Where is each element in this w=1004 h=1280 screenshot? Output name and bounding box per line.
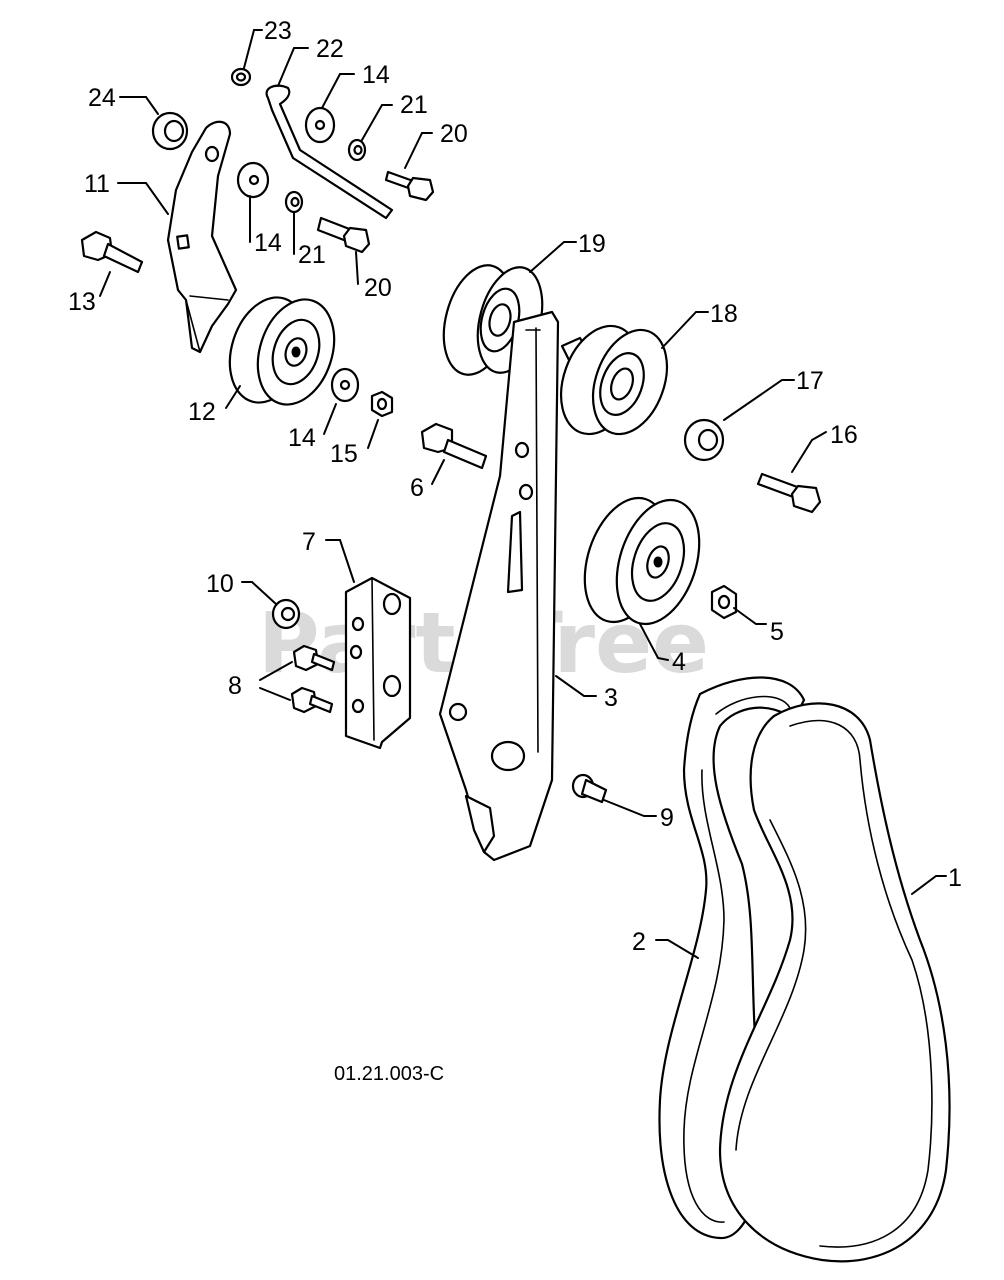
callout-12: 12: [188, 398, 216, 426]
part-21-lock-washer-top[interactable]: [347, 138, 367, 162]
callout-24: 24: [88, 84, 116, 112]
part-21-lock-washer-middle[interactable]: [284, 190, 304, 214]
callout-22: 22: [316, 35, 344, 63]
callout-19: 19: [578, 230, 606, 258]
part-3-idler-bracket[interactable]: [438, 310, 560, 862]
part-8-screws[interactable]: [290, 644, 336, 714]
callout-5: 5: [770, 618, 784, 646]
callout-20: 20: [440, 120, 468, 148]
callout-2: 2: [632, 928, 646, 956]
part-16-bolt[interactable]: [756, 472, 822, 514]
drawing-number: 01.21.003-C: [334, 1063, 444, 1085]
part-6-bolt[interactable]: [420, 422, 488, 470]
part-9-screw[interactable]: [571, 773, 608, 804]
callout-1: 1: [948, 864, 962, 892]
part-20-bolt-top[interactable]: [384, 170, 435, 202]
callout-14: 14: [254, 229, 282, 257]
callouts: 23 22 14 21 20 24 11 14 21 20 13 19 18 1…: [68, 17, 962, 956]
callout-9: 9: [660, 804, 674, 832]
part-4-idler-pulley[interactable]: [570, 487, 714, 634]
part-22-idler-rod[interactable]: [265, 84, 394, 220]
part-13-bolt[interactable]: [80, 230, 144, 274]
part-7-belt-guide[interactable]: [344, 576, 412, 750]
part-24-bushing[interactable]: [151, 111, 189, 151]
callout-13: 13: [68, 288, 96, 316]
part-14-washer-middle[interactable]: [236, 161, 270, 199]
callout-16: 16: [830, 421, 858, 449]
callout-20: 20: [364, 274, 392, 302]
callout-11: 11: [84, 170, 110, 198]
callout-8: 8: [228, 672, 242, 700]
callout-6: 6: [410, 474, 424, 502]
part-12-idler-pulley[interactable]: [217, 288, 347, 415]
part-1-belt[interactable]: [718, 702, 951, 1263]
callout-14: 14: [362, 61, 390, 89]
callout-17: 17: [796, 367, 824, 395]
part-14-washer-lower[interactable]: [330, 367, 360, 403]
callout-18: 18: [710, 300, 738, 328]
part-23-lock-nut[interactable]: [230, 67, 252, 87]
callout-7: 7: [302, 528, 316, 556]
part-11-idler-arm[interactable]: [166, 120, 238, 354]
callout-21: 21: [298, 241, 326, 269]
callout-21: 21: [400, 91, 428, 119]
callout-10: 10: [206, 570, 234, 598]
callout-23: 23: [264, 17, 292, 45]
part-20-bolt-middle[interactable]: [316, 216, 371, 254]
part-14-washer-top[interactable]: [304, 106, 336, 144]
part-15-nut[interactable]: [370, 390, 394, 418]
callout-4: 4: [672, 648, 686, 676]
part-10-nut[interactable]: [271, 598, 301, 630]
callout-14: 14: [288, 424, 316, 452]
part-18-drive-pulley[interactable]: [547, 315, 680, 445]
part-5-nut[interactable]: [710, 584, 738, 620]
callout-3: 3: [604, 684, 618, 712]
part-17-spacer[interactable]: [683, 418, 725, 462]
leader-lines: [99, 29, 947, 959]
callout-15: 15: [330, 440, 358, 468]
